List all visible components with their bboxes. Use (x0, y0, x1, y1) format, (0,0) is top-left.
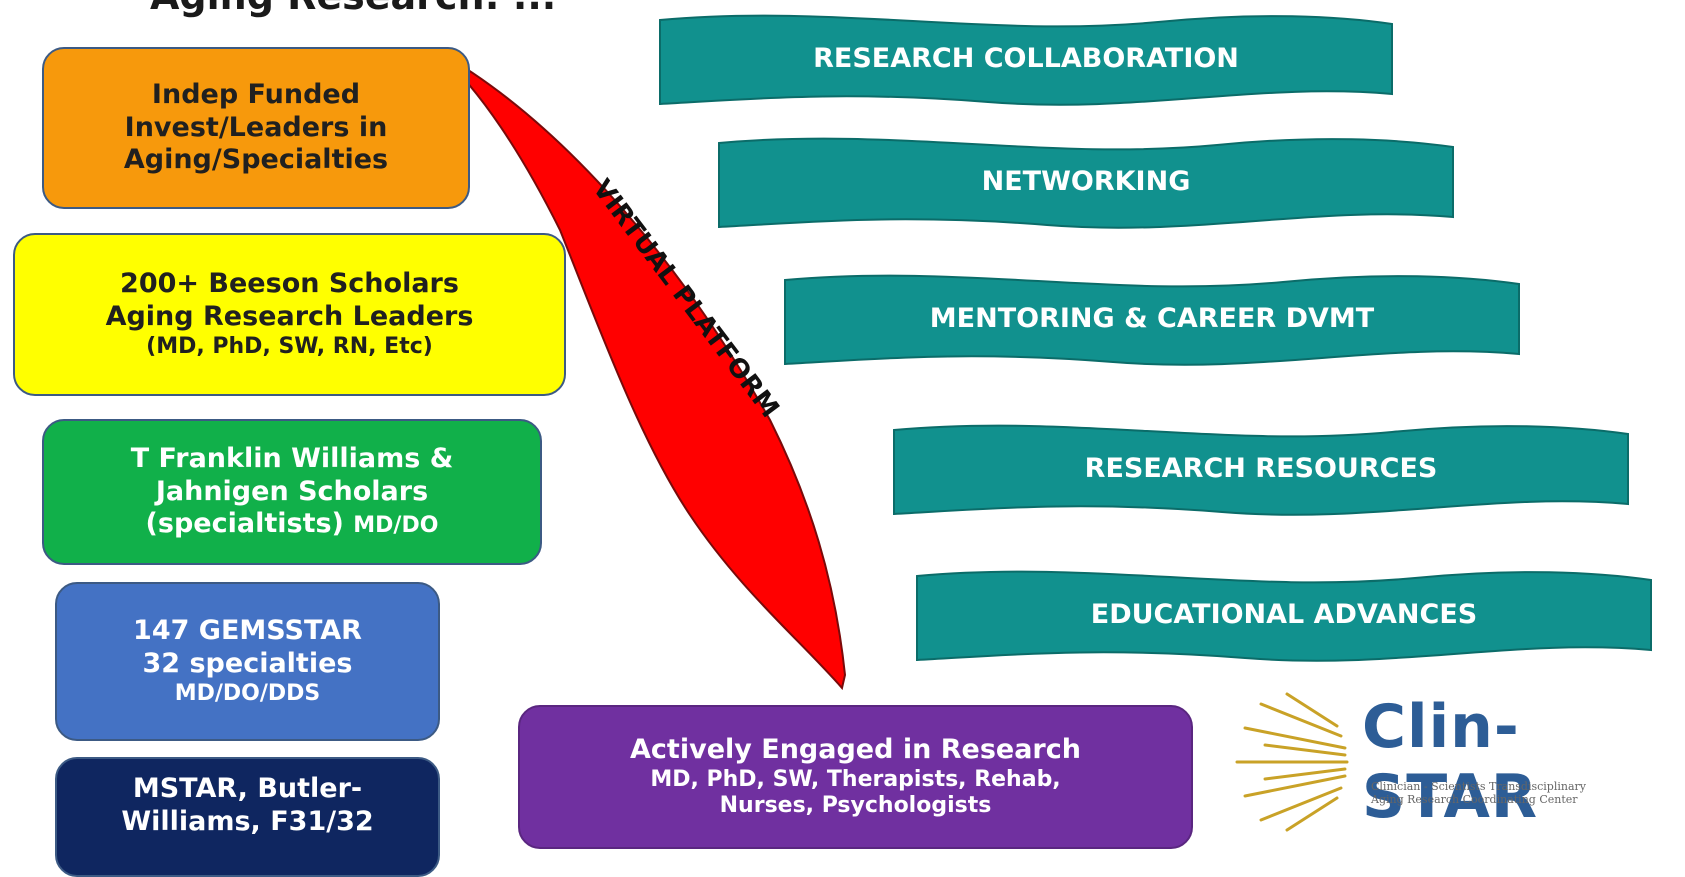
box-line: 200+ Beeson Scholars (120, 268, 459, 300)
beeson-scholars-box: 200+ Beeson Scholars Aging Research Lead… (13, 233, 566, 396)
page-title: Aging Research: ... (150, 0, 556, 18)
clin-star-logo: Clin-STAR Clinician - Scientists Transdi… (1217, 690, 1677, 835)
gemsstar-box: 147 GEMSSTAR 32 specialties MD/DO/DDS (55, 582, 440, 741)
banner-research-collaboration: RESEARCH COLLABORATION (658, 8, 1394, 108)
banner-label: RESEARCH RESOURCES (1084, 452, 1438, 484)
logo-subtitle: Clinician - Scientists Transdisciplinary… (1371, 780, 1586, 806)
box-line: Aging Research Leaders (105, 301, 474, 333)
banner-research-resources: RESEARCH RESOURCES (892, 418, 1630, 518)
box-line: 32 specialties (142, 648, 353, 680)
box-line: (specialtists) (145, 508, 354, 540)
box-line: Actively Engaged in Research (630, 733, 1081, 765)
box-line: Aging/Specialties (123, 144, 389, 176)
funded-investigators-box: Indep Funded Invest/Leaders in Aging/Spe… (42, 47, 470, 209)
box-line: T Franklin Williams & (130, 442, 454, 474)
banner-shape (784, 274, 1520, 366)
box-line: MD/DO/DDS (174, 681, 321, 707)
logo-name: Clin-STAR (1362, 692, 1539, 832)
banner-label: RESEARCH COLLABORATION (813, 42, 1239, 74)
banner-label: MENTORING & CAREER DVMT (929, 302, 1375, 334)
banner-shape (916, 570, 1652, 662)
banner-label: NETWORKING (981, 165, 1191, 197)
mstar-box: MSTAR, Butler- Williams, F31/32 (55, 757, 440, 877)
sunburst-icon (1235, 692, 1349, 832)
box-line: 147 GEMSSTAR (133, 615, 362, 647)
banner-label: EDUCATIONAL ADVANCES (1090, 598, 1478, 630)
box-line: MSTAR, Butler- (132, 773, 363, 804)
actively-engaged-box: Actively Engaged in Research MD, PhD, SW… (518, 705, 1193, 849)
box-line: Indep Funded (151, 78, 361, 110)
box-line: Jahnigen Scholars (155, 475, 429, 507)
box-line: Nurses, Psychologists (719, 793, 992, 819)
box-line: MD, PhD, SW, Therapists, Rehab, (650, 766, 1061, 792)
box-line: Invest/Leaders in (124, 111, 388, 143)
logo-subtitle-line: Clinician - Scientists Transdisciplinary (1371, 780, 1586, 793)
box-line: MD/DO (353, 513, 439, 539)
banner-shape (893, 424, 1629, 516)
williams-jahnigen-scholars-box: T Franklin Williams & Jahnigen Scholars … (42, 419, 542, 565)
banner-networking: NETWORKING (717, 131, 1455, 231)
banner-shape (718, 137, 1454, 229)
banner-shape (659, 14, 1393, 106)
banner-educational-advances: EDUCATIONAL ADVANCES (915, 564, 1653, 664)
banner-mentoring: MENTORING & CAREER DVMT (783, 268, 1521, 368)
box-line: Williams, F31/32 (121, 805, 374, 837)
logo-subtitle-line: Aging Research Coordinating Center (1371, 793, 1578, 807)
box-line: (MD, PhD, SW, RN, Etc) (146, 334, 433, 360)
